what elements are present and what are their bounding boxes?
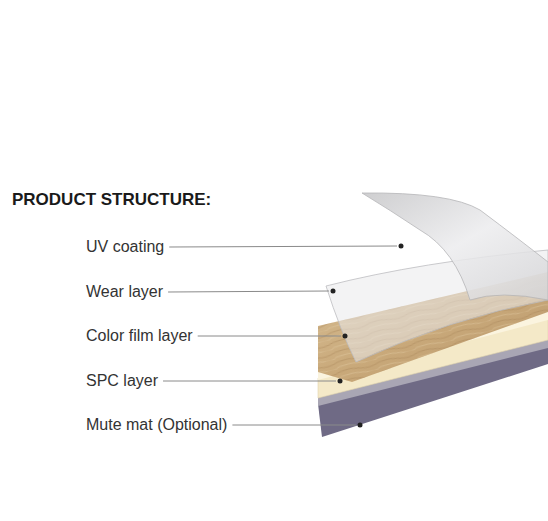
leader-dot <box>399 244 404 249</box>
leader-line <box>168 291 329 292</box>
layer-label: SPC layer <box>86 371 158 391</box>
layer-label: Color film layer <box>86 326 193 346</box>
layer-label: UV coating <box>86 237 164 257</box>
leader-dot <box>358 423 363 428</box>
leader-line <box>198 336 341 337</box>
leader-dot <box>343 334 348 339</box>
leader-dot <box>331 289 336 294</box>
leader-line <box>169 246 397 247</box>
layer-label: Mute mat (Optional) <box>86 415 227 435</box>
layer-label: Wear layer <box>86 282 163 302</box>
leader-line <box>163 381 336 382</box>
leader-line <box>232 425 356 426</box>
diagram-title: PRODUCT STRUCTURE: <box>12 190 211 210</box>
leader-dot <box>338 379 343 384</box>
